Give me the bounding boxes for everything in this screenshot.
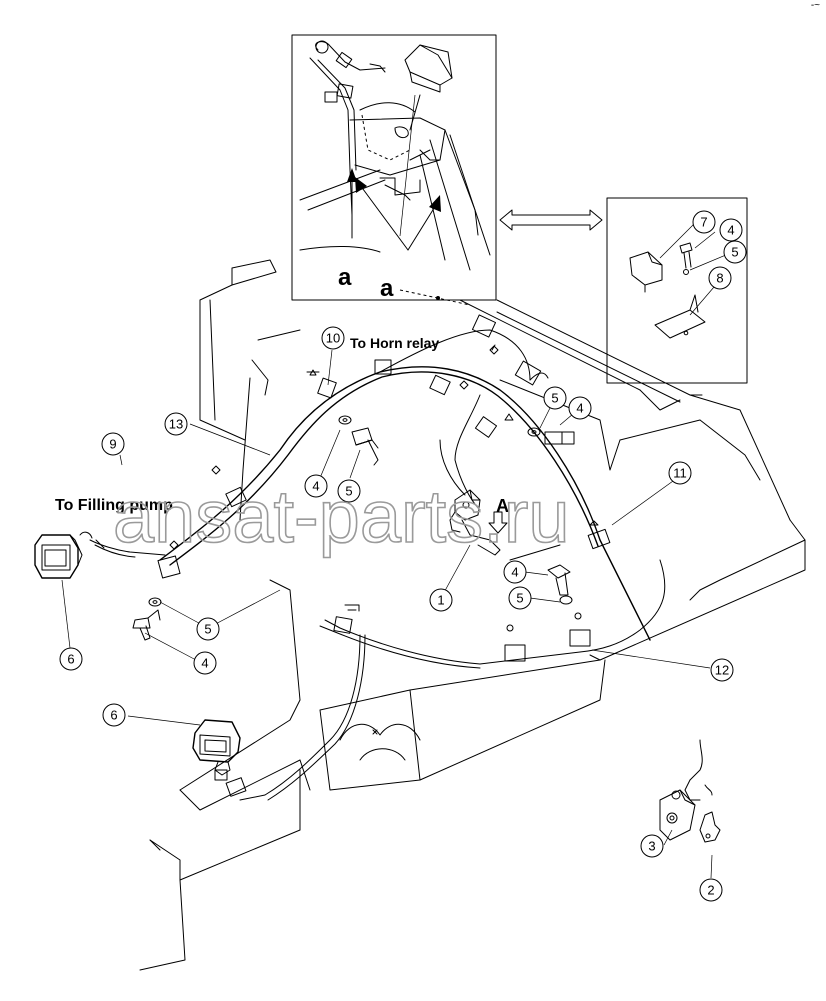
svg-text:1: 1: [437, 593, 444, 608]
svg-text:10: 10: [326, 331, 340, 346]
relay-component: [449, 489, 501, 556]
harness-link-a-point: [436, 296, 440, 300]
part-bubble-11: 11: [668, 461, 692, 485]
part-bubble-5-center: 5: [337, 479, 361, 503]
svg-text:9: 9: [109, 437, 116, 452]
svg-text:13: 13: [169, 417, 183, 432]
detail-box-top: [291, 34, 497, 301]
part-bubble-4-left: 4: [193, 651, 217, 675]
svg-text:12: 12: [715, 663, 729, 678]
horn-unit: [659, 739, 721, 843]
double-arrow-link: [499, 209, 603, 231]
svg-text:3: 3: [648, 839, 655, 854]
watermark: ansat-parts.ru: [113, 475, 570, 558]
svg-text:8: 8: [716, 271, 723, 286]
svg-text:5: 5: [204, 622, 211, 637]
part-bubble-6-right: 6: [102, 703, 126, 727]
corner-mark: -~: [810, 0, 820, 11]
svg-text:11: 11: [673, 466, 687, 481]
harness-link-a-dashed: [399, 289, 471, 306]
part-bubble-5-box: 5: [723, 240, 747, 264]
main-harness: [159, 329, 666, 801]
work-lamp-right: [192, 719, 241, 781]
part-bubble-1: 1: [429, 588, 453, 612]
part-bubble-3: 3: [640, 834, 664, 858]
harness-connectors: [79, 314, 611, 797]
detail-box-right: [606, 197, 748, 384]
part-bubble-5-right-upper: 5: [543, 386, 567, 410]
part-bubble-4-center: 4: [304, 474, 328, 498]
part-bubble-4-right-lower: 4: [503, 560, 527, 584]
detail-letter-a-harness: a: [380, 275, 394, 302]
detail-letter-a-box: a: [338, 264, 352, 291]
svg-text:6: 6: [110, 708, 117, 723]
svg-text:5: 5: [551, 391, 558, 406]
machine-body-outline: [139, 259, 806, 971]
svg-text:4: 4: [201, 656, 208, 671]
part-bubble-2: 2: [699, 878, 723, 902]
leader-lines: [61, 94, 734, 879]
part-bubble-13: 13: [164, 412, 188, 436]
svg-text:2: 2: [707, 883, 714, 898]
hardware-bolts-washers: [132, 415, 575, 641]
svg-text:4: 4: [511, 565, 518, 580]
part-bubble-4-box: 4: [719, 218, 743, 242]
svg-text:6: 6: [67, 652, 74, 667]
svg-text:5: 5: [731, 245, 738, 260]
part-bubble-4-right-upper: 4: [568, 396, 592, 420]
svg-text:7: 7: [700, 215, 707, 230]
part-bubble-12: 12: [710, 658, 734, 682]
part-bubble-6-left: 6: [59, 647, 83, 671]
svg-text:4: 4: [727, 223, 734, 238]
svg-text:4: 4: [312, 479, 319, 494]
callout-horn-relay: To Horn relay: [350, 335, 439, 351]
view-letter-a: A: [496, 496, 509, 516]
part-bubble-8: 8: [708, 266, 732, 290]
view-arrow-a: [488, 511, 508, 534]
part-bubble-9: 9: [101, 432, 125, 456]
callout-filling-pump: To Filling pump: [55, 497, 173, 514]
svg-text:4: 4: [576, 401, 583, 416]
part-bubble-10: 10: [321, 326, 345, 350]
work-lamp-left: [34, 534, 83, 579]
svg-text:5: 5: [516, 591, 523, 606]
part-bubble-5-left: 5: [196, 617, 220, 641]
svg-text:5: 5: [345, 484, 352, 499]
part-bubble-7: 7: [692, 210, 716, 234]
part-bubble-5-right-lower: 5: [508, 586, 532, 610]
